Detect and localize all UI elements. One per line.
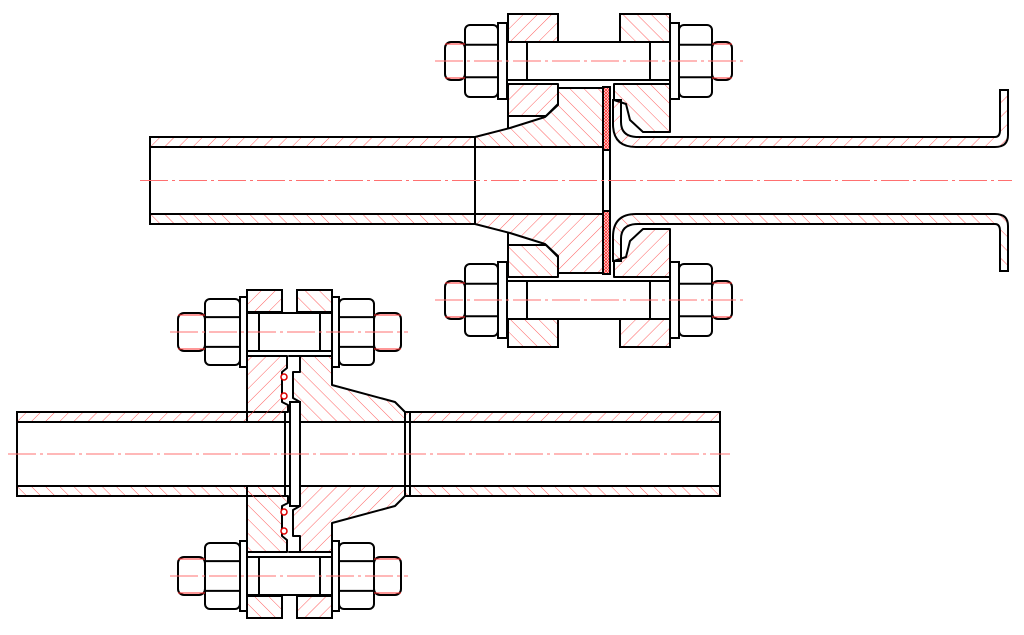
right-flange-section — [619, 318, 671, 348]
right-flange-section — [296, 289, 333, 313]
right-flange-section — [613, 83, 671, 133]
right-flange-section — [613, 228, 671, 278]
lower-flange-assembly — [8, 289, 730, 619]
bolt — [170, 540, 408, 612]
upper-top-half — [149, 13, 1009, 151]
seal-ring-section — [280, 508, 288, 516]
pipe-wall-left — [149, 213, 476, 225]
upper-flange-assembly — [140, 13, 1012, 348]
bolt — [435, 261, 745, 339]
left-flange-section — [507, 13, 559, 43]
gasket — [602, 86, 611, 151]
seal-ring-section — [280, 392, 288, 400]
right-flange-section — [619, 13, 671, 43]
pipe-wall-right — [409, 485, 721, 497]
seal-ring-section — [280, 373, 288, 381]
left-flange-section — [507, 83, 559, 117]
bolt — [170, 296, 408, 368]
pipe-wall-right — [612, 213, 1009, 272]
lower-bottom-half — [16, 485, 721, 619]
pipe-wall-right — [612, 89, 1009, 148]
left-flange-section — [507, 244, 559, 278]
upper-bottom-half — [149, 210, 1009, 348]
left-flange-section — [246, 485, 289, 553]
left-flange-section — [246, 595, 283, 619]
pipe-wall-right — [409, 411, 721, 423]
left-flange-section — [507, 318, 559, 348]
right-flange-section — [296, 595, 333, 619]
pipe-wall-left — [16, 411, 286, 423]
pipe-wall-left — [16, 485, 286, 497]
left-flange-section — [246, 289, 283, 313]
left-flange-section — [246, 355, 289, 423]
gasket — [602, 210, 611, 275]
seal-ring-section — [280, 527, 288, 535]
bolt — [435, 22, 745, 100]
pipe-wall-left — [149, 136, 476, 148]
lower-top-half — [16, 289, 721, 423]
